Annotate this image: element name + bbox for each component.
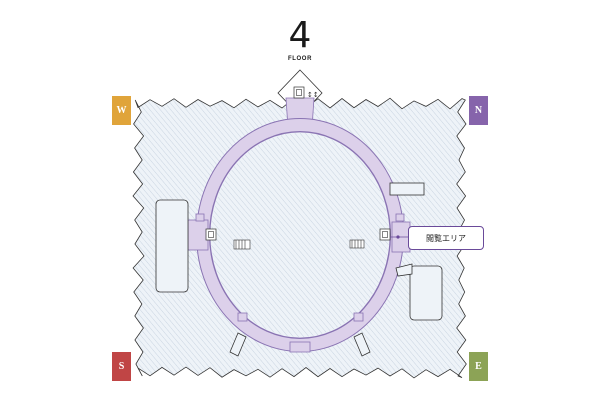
east-room-upper [389, 182, 425, 196]
east-connector [395, 263, 413, 277]
compass-south-label: S [118, 361, 125, 372]
callout-dot [396, 235, 400, 239]
southwest-ramp [229, 332, 247, 357]
floor-label: FLOOR [288, 56, 312, 62]
reading-area-callout[interactable]: 閲覧エリア [408, 226, 484, 250]
compass-west-label: W [116, 105, 127, 116]
floor-number: 4 [288, 15, 312, 56]
compass-north: N [469, 96, 488, 125]
stairs-icon [349, 239, 365, 249]
elevator-icon [293, 86, 305, 99]
ring-notches [195, 213, 405, 322]
compass-east-label: E [475, 361, 482, 372]
compass-north-label: N [474, 105, 483, 116]
west-alcove [187, 219, 209, 251]
east-room-lower [409, 265, 443, 321]
south-entrance [289, 341, 311, 353]
southeast-ramp [353, 332, 371, 357]
compass-west: W [112, 96, 131, 125]
restroom-icon: ↕↕ [307, 91, 319, 99]
compass-east: E [469, 352, 488, 381]
compass-south: S [112, 352, 131, 381]
reading-area-label: 閲覧エリア [426, 233, 466, 243]
west-room [155, 199, 189, 293]
elevator-icon [205, 228, 217, 241]
elevator-icon [379, 228, 391, 241]
stairs-icon [233, 239, 251, 250]
ring-inner-hatch [211, 133, 389, 337]
